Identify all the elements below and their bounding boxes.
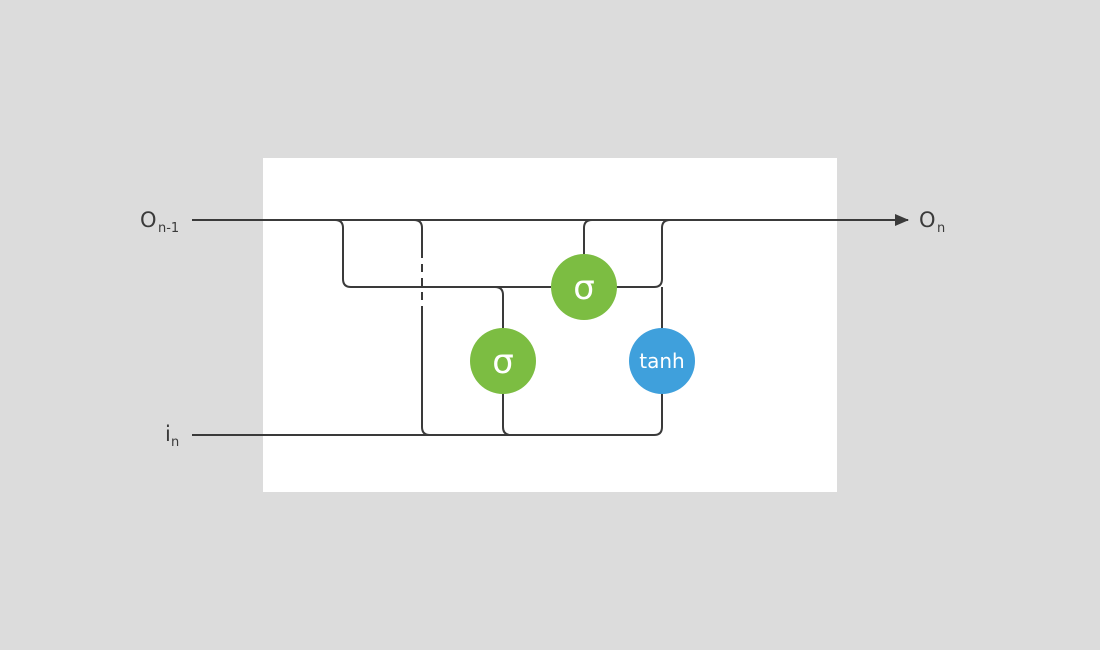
tanh-node-circle	[629, 328, 695, 394]
prev-output-label-sub: n-1	[158, 221, 179, 236]
current-input-label-main: i	[165, 422, 171, 446]
tanh-node-label: tanh	[639, 349, 684, 373]
tanh-node: tanh	[629, 328, 695, 394]
tanh-to-rail	[653, 393, 663, 436]
reset-gate-label: σ	[492, 342, 514, 382]
update-gate-output-line	[616, 219, 671, 288]
current-input-label-sub: n	[171, 435, 179, 450]
reset-gate-to-rail	[502, 393, 512, 436]
reset-gate: σ	[470, 328, 536, 394]
prev-output-label-main: O	[140, 208, 157, 232]
update-gate-circle	[551, 254, 617, 320]
prev-state-drop-upper	[413, 219, 423, 258]
update-gate-to-top	[583, 219, 593, 254]
output-label-main: O	[919, 208, 936, 232]
current-input-label: i n	[165, 422, 179, 450]
reset-gate-circle	[470, 328, 536, 394]
output-label: O n	[919, 208, 945, 236]
gate-combine-line	[334, 219, 551, 288]
cell-panel	[263, 158, 837, 492]
prev-output-label: O n-1	[140, 208, 179, 236]
reset-gate-input	[494, 286, 504, 328]
output-label-sub: n	[937, 221, 945, 236]
update-gate: σ	[551, 254, 617, 320]
update-gate-label: σ	[573, 268, 595, 308]
